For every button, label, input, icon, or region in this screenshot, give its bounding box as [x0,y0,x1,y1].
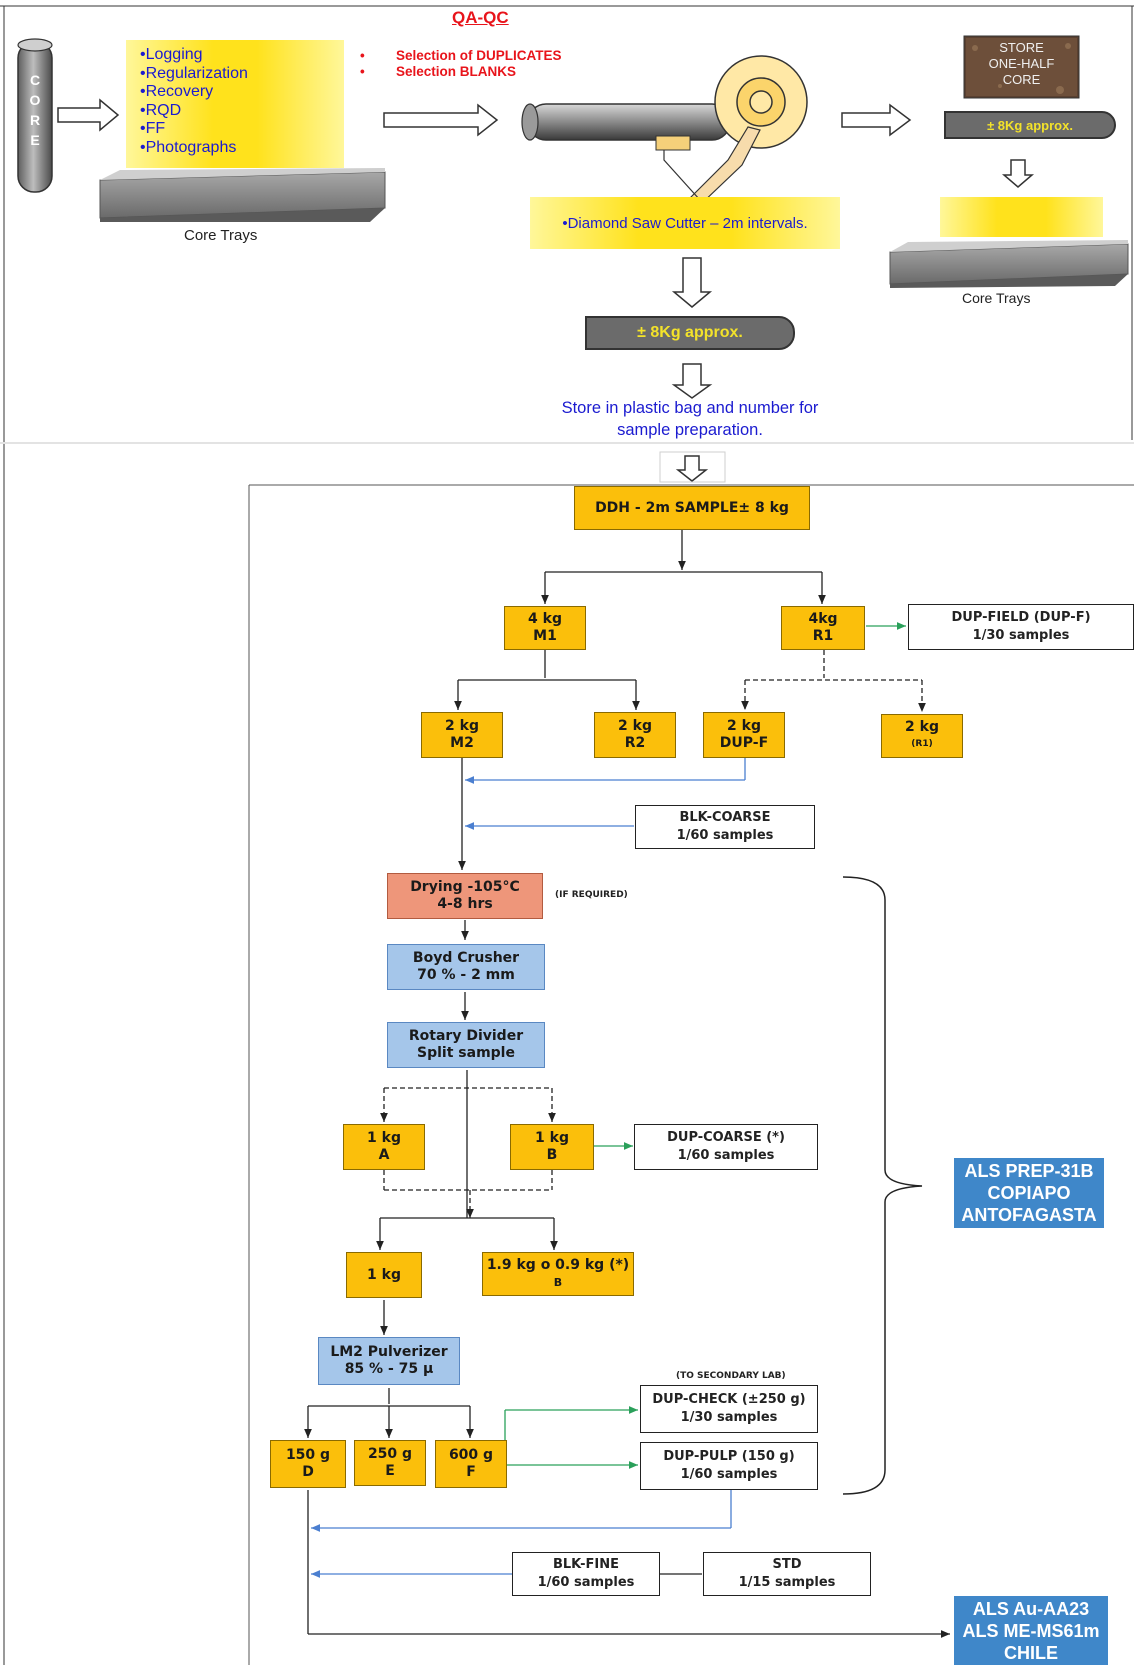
core-trays-label-right: Core Trays [962,290,1031,306]
logging-item: •Recovery [140,83,214,100]
page-title: QA-QC [452,8,509,27]
approx-bar-right: ± 8Kg approx. [944,111,1116,139]
qaqc-bullet: •Selection BLANKS [360,64,517,79]
store-half-line: STORE [999,40,1044,55]
logging-item: •Photographs [140,138,237,156]
logging-item: •FF [140,120,166,137]
r1-split-box: 2 kg(R1) [881,714,963,758]
store-note-line: sample preparation. [617,421,763,439]
core-trays-label: Core Trays [184,227,258,244]
logging-item: •RQD [140,101,182,119]
right-yellow-band [940,197,1103,237]
dup-coarse-box: DUP-COARSE (*)1/60 samples [634,1124,818,1170]
dup-pulp-box: DUP-PULP (150 g)1/60 samples [640,1442,818,1490]
logging-list: •Logging •Regularization •Recovery •RQD … [126,40,344,157]
approx-bar-center: ± 8Kg approx. [585,316,795,350]
core-letter: R [29,112,41,128]
core-letter: E [30,132,40,148]
b2-box: 1.9 kg o 0.9 kg (*)B [482,1252,634,1296]
logging-box: •Logging •Regularization •Recovery •RQD … [126,40,344,168]
store-half-line: ONE-HALF [988,56,1055,71]
if-required-note: (IF REQUIRED) [555,890,628,900]
store-half-line: CORE [1002,72,1041,87]
dup-check-box: DUP-CHECK (±250 g)1/30 samples [640,1385,818,1433]
saw-label: •Diamond Saw Cutter – 2m intervals. [562,214,808,232]
secondary-lab-note: (TO SECONDARY LAB) [676,1371,786,1381]
saw-label-box: •Diamond Saw Cutter – 2m intervals. [530,197,840,249]
qaqc-bullet: •Selection of DUPLICATES [360,48,562,63]
logging-item: •Regularization [140,64,248,82]
logging-item: •Logging [140,46,203,63]
one-kg-box: 1 kg [346,1252,422,1298]
core-letter: C [29,72,41,88]
store-note: Store in plastic bag and number for samp… [520,397,860,441]
qaqc-bullets: •Selection of DUPLICATES •Selection BLAN… [360,48,562,80]
dup-field-box: DUP-FIELD (DUP-F)1/30 samples [908,604,1134,650]
ddh-sample-box: DDH - 2m SAMPLE± 8 kg [574,486,810,530]
core-letter: O [29,92,41,108]
core-label: C O R E [27,70,43,150]
store-half-core-label: STORE ONE-HALF CORE [964,40,1079,88]
store-note-line: Store in plastic bag and number for [561,399,819,417]
